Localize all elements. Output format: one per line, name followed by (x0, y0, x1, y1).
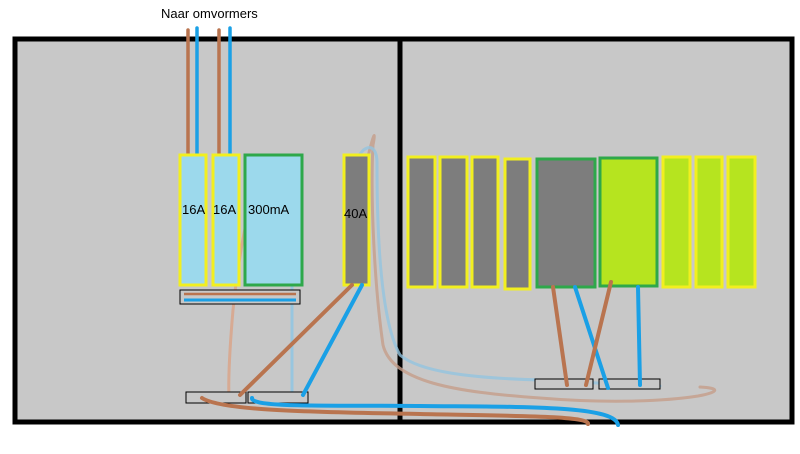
dark-module-1 (406, 155, 437, 289)
breaker-group-right (406, 155, 757, 291)
busbar (179, 289, 301, 305)
dark-module-4 (503, 157, 532, 291)
breaker-16a-1: 16A (178, 153, 208, 287)
rcd-300ma: 300mA (243, 153, 304, 287)
breaker-group-left: 16A 16A 300mA (178, 153, 304, 305)
panel-frame (12, 36, 795, 425)
brown-wire-return (200, 396, 590, 426)
lime-module-2 (694, 155, 724, 289)
dark-module-3 (470, 155, 500, 289)
brown-wire-right-2 (584, 280, 613, 387)
lime-module-3 (726, 155, 757, 289)
title-label: Naar omvormers (161, 6, 258, 21)
breaker-16a-2: 16A (211, 153, 241, 287)
lime-module-wide (598, 156, 659, 288)
rcd-300ma-label: 300mA (248, 202, 290, 217)
blue-wire-main-to-terminal (301, 283, 364, 397)
dark-module-2 (438, 155, 469, 289)
blue-wire-right-1 (573, 285, 610, 390)
main-breaker-40a: 40A (342, 153, 371, 287)
incoming-wires (186, 26, 232, 167)
breaker-16a-2-label: 16A (213, 202, 236, 217)
main-breaker-40a-label: 40A (344, 206, 367, 221)
blue-wire-return (250, 396, 620, 427)
terminal-right-1 (534, 378, 594, 390)
breaker-16a-1-label: 16A (182, 202, 205, 217)
brown-wire-right-1 (551, 285, 569, 387)
terminal-right-2 (598, 378, 661, 390)
dark-module-wide (535, 157, 597, 289)
lime-module-1 (661, 155, 692, 289)
solid-wires (200, 280, 642, 427)
faint-brown-wire-2 (363, 134, 717, 403)
blue-wire-right-2 (636, 285, 642, 387)
brown-wire-main-to-terminal (238, 283, 354, 397)
